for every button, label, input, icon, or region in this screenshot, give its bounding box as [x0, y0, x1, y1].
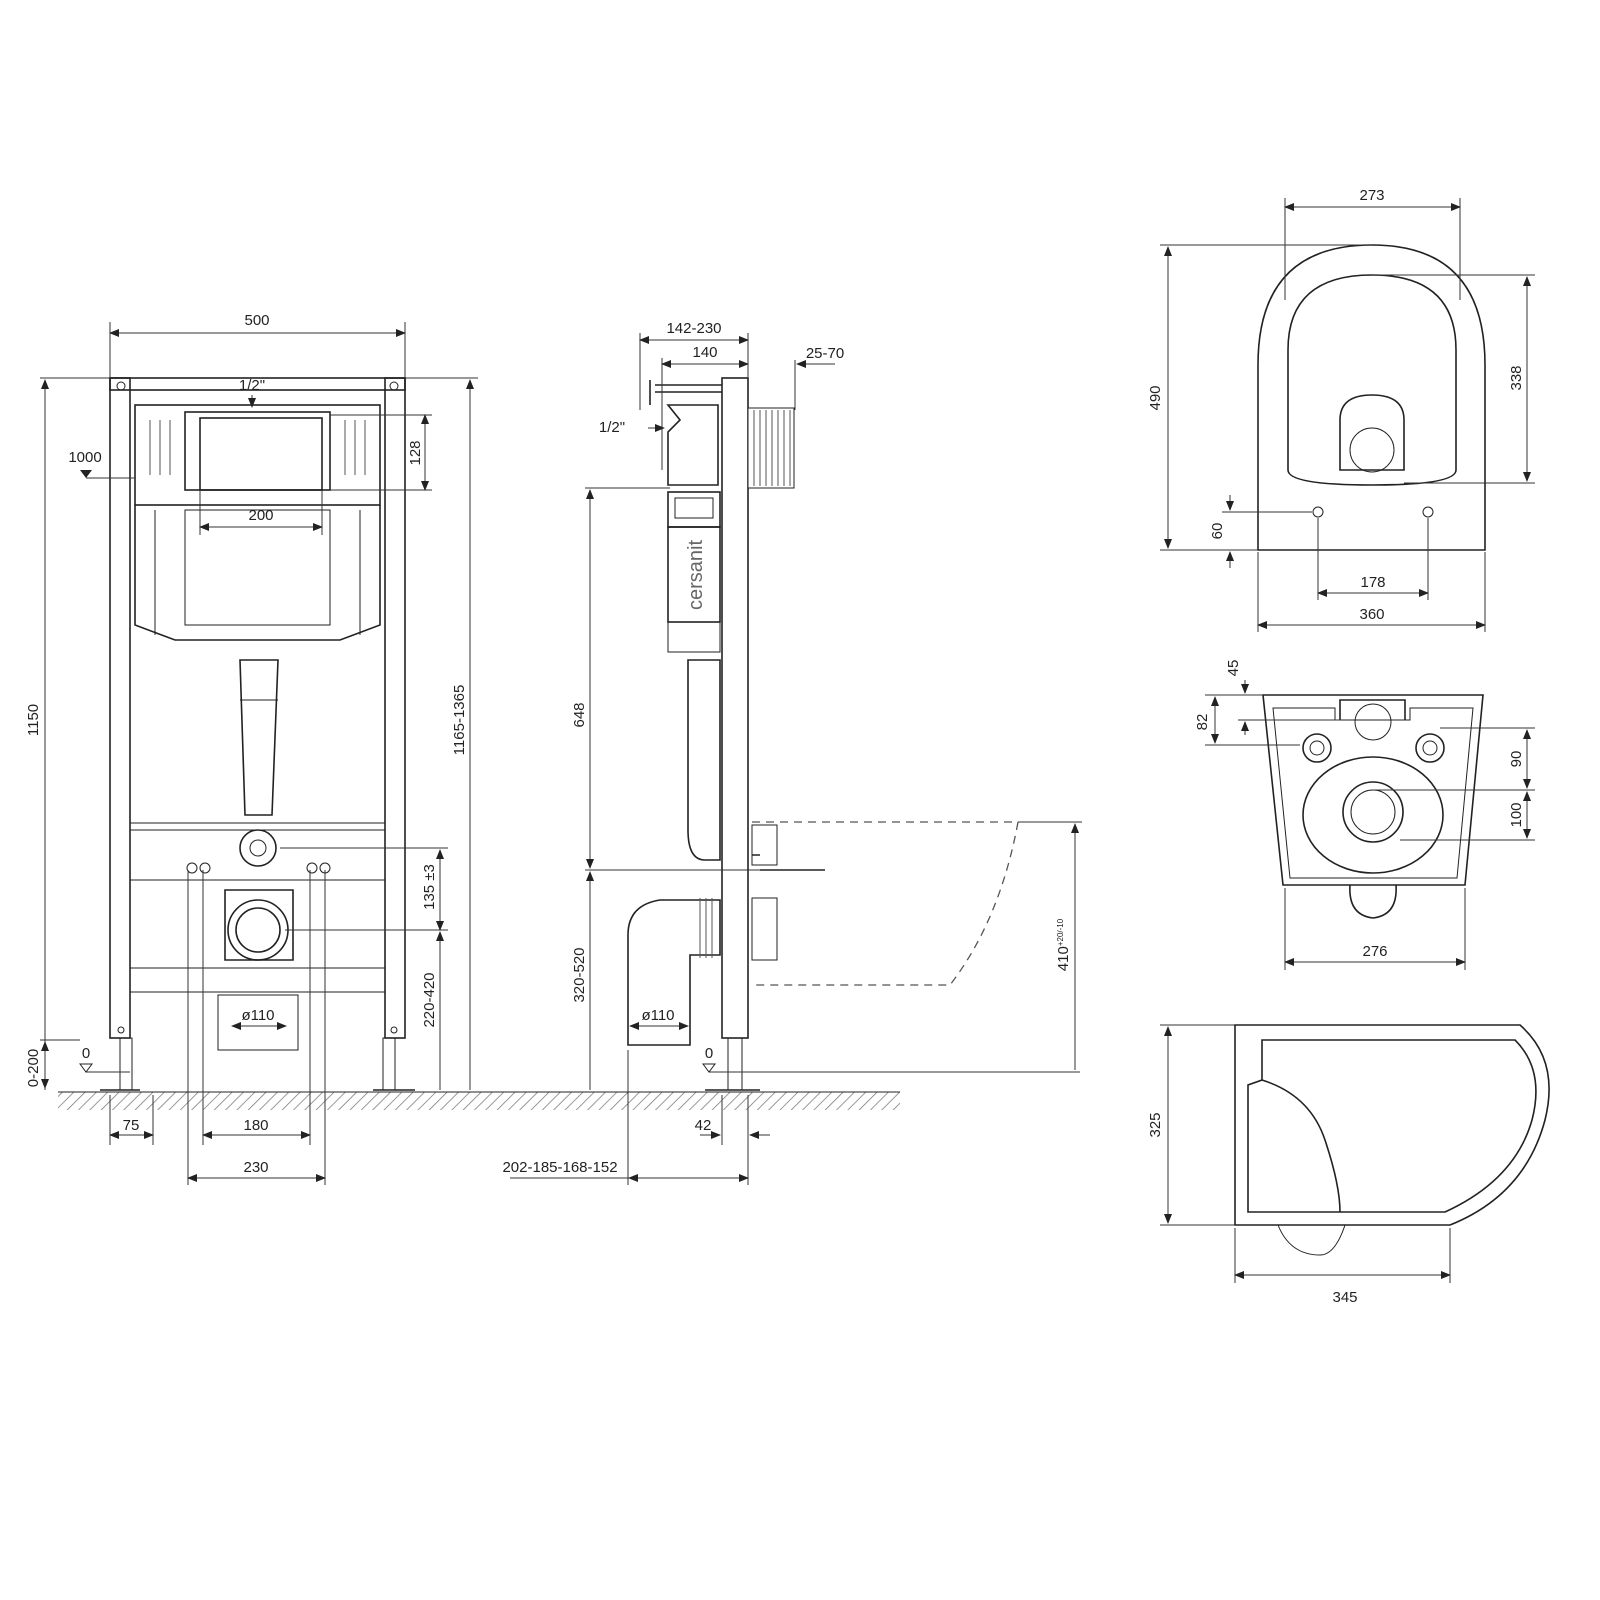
dim-75: 75 [123, 1117, 140, 1134]
dim-178: 178 [1360, 574, 1385, 591]
dim-45: 45 [1225, 660, 1242, 677]
dim-25-70: 25-70 [806, 345, 844, 362]
dim-0-200: 0-200 [25, 1049, 42, 1087]
dim-273: 273 [1359, 187, 1384, 204]
bowl-side-view [1234, 1024, 1550, 1256]
dim-490: 490 [1147, 385, 1164, 410]
dim-1150: 1150 [25, 704, 42, 736]
dim-200: 200 [248, 507, 273, 524]
dim-180: 180 [243, 1117, 268, 1134]
dim-202-185-168-152: 202-185-168-152 [502, 1159, 617, 1176]
dim-1165-1365: 1165-1365 [451, 685, 468, 756]
front-view [100, 377, 415, 1091]
bowl-top-dimensions: 273 490 338 60 178 360 [1147, 187, 1535, 632]
dim-1000: 1000 [68, 449, 101, 466]
bowl-back-dimensions: 45 82 90 100 276 [1194, 660, 1535, 970]
side-pipe-diameter: ø110 [641, 1007, 674, 1024]
dim-325: 325 [1147, 1112, 1164, 1137]
dim-320-520: 320-520 [571, 947, 588, 1002]
dim-135: 135 ±3 [421, 864, 438, 910]
dim-90: 90 [1508, 751, 1525, 768]
brand-logo: cersanit [685, 540, 707, 610]
side-view: cersanit [627, 377, 1019, 1091]
dim-410: 410+20/-10 [1055, 918, 1072, 971]
bowl-top-view [1257, 244, 1486, 551]
dim-140: 140 [692, 344, 717, 361]
dim-648: 648 [571, 702, 588, 727]
dim-142-230: 142-230 [666, 320, 721, 337]
dim-500: 500 [244, 312, 269, 329]
bowl-back-view [1262, 694, 1484, 919]
dim-338: 338 [1508, 365, 1525, 390]
dim-345: 345 [1332, 1289, 1357, 1306]
dim-230: 230 [243, 1159, 268, 1176]
dim-42: 42 [695, 1117, 712, 1134]
front-dimensions: 500 1/2" 1000 128 200 1150 1165-1365 135… [25, 312, 478, 1185]
side-zero-mark: 0 [705, 1045, 713, 1062]
side-inlet-label: 1/2" [599, 419, 625, 436]
dim-220-420: 220-420 [421, 972, 438, 1027]
bowl-side-dimensions: 325 345 [1147, 1024, 1451, 1306]
floor [58, 1091, 900, 1110]
dim-128: 128 [407, 440, 424, 465]
side-dimensions: 142-230 140 25-70 1/2" 648 320-520 ø110 … [502, 320, 1082, 1185]
dim-360: 360 [1359, 606, 1384, 623]
zero-mark: 0 [82, 1045, 90, 1062]
dim-100: 100 [1508, 802, 1525, 827]
dim-82: 82 [1194, 714, 1211, 731]
dim-276: 276 [1362, 943, 1387, 960]
dim-60: 60 [1209, 523, 1226, 540]
pipe-diameter: ø110 [241, 1007, 274, 1024]
inlet-label: 1/2" [239, 377, 265, 394]
